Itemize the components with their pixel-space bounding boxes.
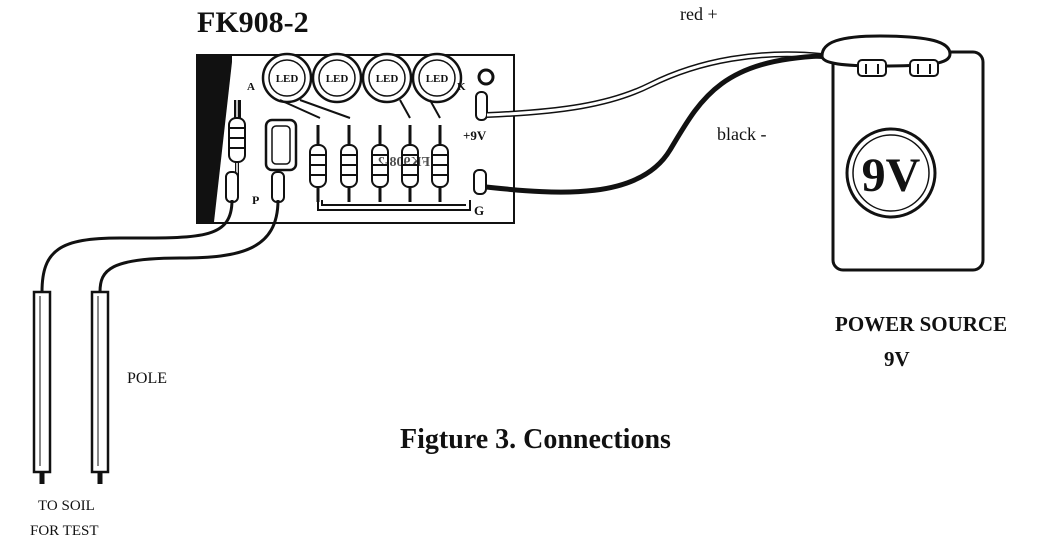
soil-label-line-2: FOR TEST (30, 523, 99, 539)
pad-top-right (477, 68, 495, 86)
battery-voltage-text: 9V (862, 149, 921, 202)
pin-label-plus9v: +9V (463, 128, 487, 143)
black-wire (485, 53, 823, 195)
battery-terminals (857, 59, 939, 77)
terminal-probe-2 (271, 171, 285, 203)
led-2: LED (311, 52, 363, 104)
battery-badge: 9V (845, 127, 937, 219)
resistor-2 (340, 125, 358, 202)
led-4-label: LED (426, 73, 449, 85)
pin-label-g: G (474, 203, 484, 218)
resistor-a (228, 100, 246, 178)
resistor-1 (309, 125, 327, 202)
probe-wires (40, 199, 280, 293)
power-source-voltage: 9V (884, 347, 910, 371)
led-4: LED (411, 52, 463, 104)
led-3: LED (361, 52, 413, 104)
led-2-label: LED (326, 73, 349, 85)
terminal-probe-1 (225, 171, 239, 203)
led-1: LED (261, 52, 313, 104)
pin-label-k: K (457, 81, 466, 93)
resistor-bank (309, 125, 449, 202)
soil-label-line-1: TO SOIL (38, 498, 95, 514)
red-wire-label: red + (680, 4, 718, 24)
probe-pole-2 (90, 290, 110, 484)
pin-label-p: P (252, 193, 259, 207)
black-wire-label: black - (717, 124, 767, 144)
led-row: LED LED LED LED (261, 52, 463, 104)
board-silkscreen: FK908-2 (378, 155, 430, 170)
battery: 9V (820, 34, 985, 272)
red-wire (486, 51, 823, 118)
figure-caption: Figture 3. Connections (400, 424, 671, 455)
board-black-corner (198, 56, 232, 222)
terminal-plus9v (475, 91, 488, 121)
pole-label: POLE (127, 370, 167, 387)
led-1-label: LED (276, 73, 299, 85)
board-title: FK908-2 (197, 6, 309, 39)
resistor-4 (401, 125, 419, 202)
resistor-3 (371, 125, 389, 202)
led-3-label: LED (376, 73, 399, 85)
terminal-g (473, 169, 487, 195)
pin-label-a: A (247, 81, 255, 93)
circuit-board: LED LED LED LED A K (196, 52, 515, 224)
battery-snap (820, 34, 952, 68)
power-source-title: POWER SOURCE (835, 312, 1008, 336)
resistor-5 (431, 125, 449, 202)
probe-pole-1 (32, 290, 52, 484)
transistor (264, 118, 298, 172)
